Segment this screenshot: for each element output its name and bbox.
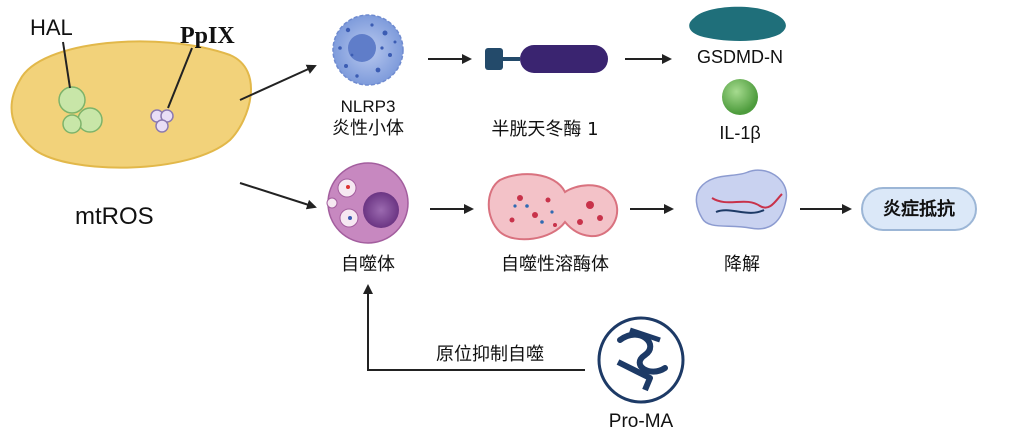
mitochondrion <box>10 40 252 169</box>
caspase1-icon <box>485 45 608 73</box>
hal-pointer-line <box>62 41 71 89</box>
in-situ-inhibit-label: 原位抑制自噬 <box>436 344 544 365</box>
autophagosome-icon <box>326 162 409 244</box>
arrow-to-autophagosome <box>239 182 317 210</box>
pro-ma-icon <box>597 316 685 404</box>
hal-vesicle-cluster <box>58 86 103 134</box>
autolysosome-label: 自噬性溶酶体 <box>501 254 609 275</box>
degradation-icon <box>695 169 788 230</box>
anti-inflammation-pill <box>861 187 977 231</box>
anti-inflammation-label: 炎症抵抗 <box>883 198 955 220</box>
degradation-label: 降解 <box>724 254 760 275</box>
il1b-icon <box>722 79 758 115</box>
arrow-to-inflammasome <box>239 64 317 101</box>
ppix-vesicle-cluster <box>150 109 174 133</box>
autophagosome-label: 自噬体 <box>341 254 395 275</box>
mtros-label: mtROS <box>75 203 154 230</box>
gsdmd-icon <box>689 6 786 42</box>
caspase1-label: 半胱天冬酶 1 <box>491 119 598 140</box>
inhibition-arrow <box>363 284 585 371</box>
ppix-pointer-line <box>167 47 193 109</box>
inflammasome-label: 炎性小体 <box>332 118 404 139</box>
gsdmd-label: GSDMD-N <box>697 47 783 67</box>
nlrp3-label: NLRP3 <box>341 97 396 116</box>
hal-label: HAL <box>30 15 73 40</box>
il1b-label: IL-1β <box>719 123 760 143</box>
autolysosome-icon <box>487 173 619 241</box>
ppix-label: PpIX <box>180 23 235 49</box>
nlrp3-inflammasome-icon <box>332 14 404 86</box>
pro-ma-label: Pro-MA <box>609 411 674 432</box>
